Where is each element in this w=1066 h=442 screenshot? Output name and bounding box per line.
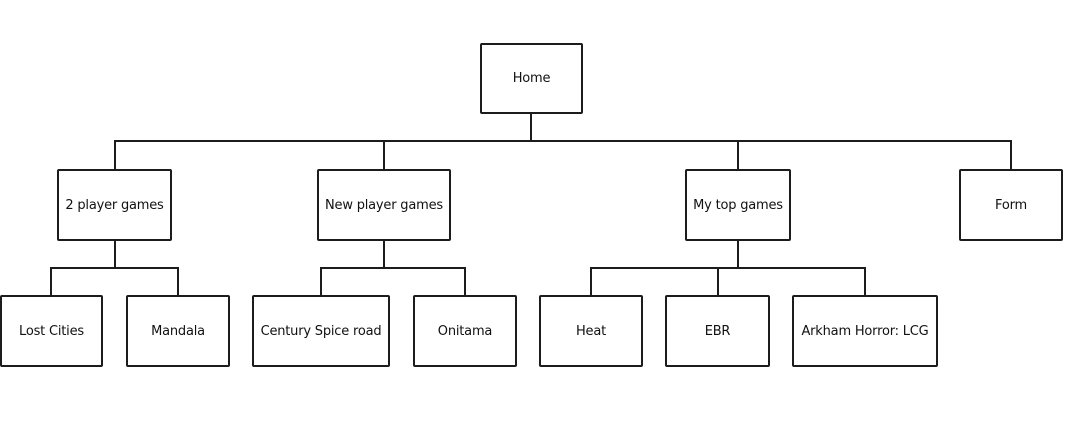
node-century-spice-road[interactable]: Century Spice road: [252, 295, 390, 367]
node-form-label: Form: [995, 197, 1027, 213]
node-mandala[interactable]: Mandala: [126, 295, 230, 367]
node-my-top-games[interactable]: My top games: [685, 169, 791, 241]
node-new-player-games[interactable]: New player games: [317, 169, 451, 241]
node-2-player-games[interactable]: 2 player games: [57, 169, 172, 241]
node-my-top-games-label: My top games: [693, 197, 783, 213]
node-ebr-label: EBR: [704, 323, 731, 339]
node-heat[interactable]: Heat: [539, 295, 643, 367]
node-arkham-horror-lcg-label: Arkham Horror: LCG: [801, 323, 929, 339]
node-form[interactable]: Form: [959, 169, 1063, 241]
node-heat-label: Heat: [575, 323, 607, 339]
node-onitama[interactable]: Onitama: [413, 295, 517, 367]
node-2-player-games-label: 2 player games: [65, 197, 164, 213]
node-mandala-label: Mandala: [151, 323, 205, 339]
node-lost-cities[interactable]: Lost Cities: [0, 295, 103, 367]
node-century-spice-road-label: Century Spice road: [260, 323, 382, 339]
node-lost-cities-label: Lost Cities: [19, 323, 84, 339]
node-onitama-label: Onitama: [437, 323, 493, 339]
node-home-label: Home: [512, 71, 551, 86]
node-home[interactable]: Home: [480, 43, 583, 114]
node-ebr[interactable]: EBR: [665, 295, 770, 367]
node-arkham-horror-lcg[interactable]: Arkham Horror: LCG: [792, 295, 938, 367]
node-new-player-games-label: New player games: [325, 197, 443, 213]
